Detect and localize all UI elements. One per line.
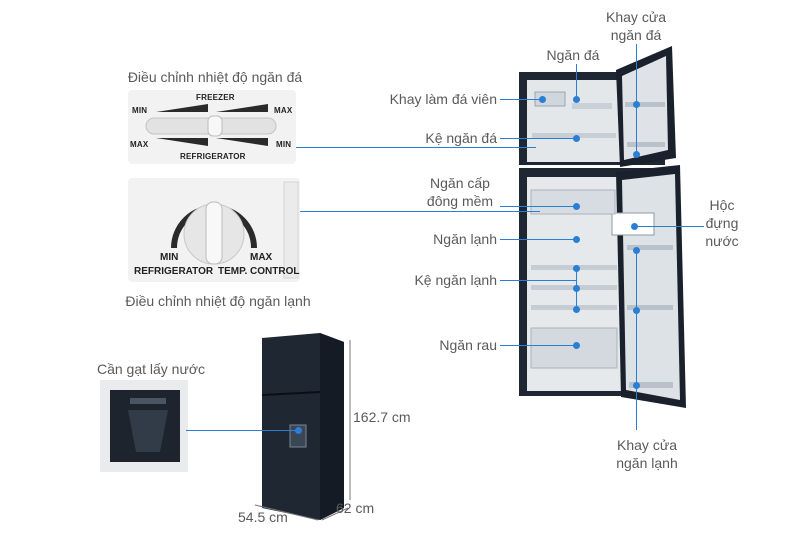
callout-dot-freezer-door-2 bbox=[633, 151, 640, 158]
dial-temp-control: TEMP. CONTROL bbox=[218, 266, 300, 277]
callout-line-chill bbox=[500, 206, 576, 207]
freezer-slider-max: MAX bbox=[274, 106, 293, 115]
label-water-box: Hộc đựng nước bbox=[705, 197, 739, 249]
label-fridge-temp: Điều chỉnh nhiệt độ ngăn lạnh bbox=[125, 293, 311, 309]
callout-dot-fridge-shelf-2 bbox=[573, 285, 580, 292]
freezer-slider-title: FREEZER bbox=[196, 93, 235, 102]
freezer-slider-panel: FREEZER MIN MAX MAX MIN REFRIGERATOR bbox=[128, 90, 296, 164]
callout-dot-fridge-shelf-1 bbox=[573, 265, 580, 272]
fridge-slider-min: MIN bbox=[276, 140, 292, 149]
callout-line-fridge bbox=[500, 239, 576, 240]
label-freezer-door-tray: Khay cửa ngăn đá bbox=[606, 9, 666, 43]
callout-line-water-box bbox=[634, 226, 704, 227]
callout-dot-ice-tray bbox=[539, 96, 546, 103]
freezer-door-inner bbox=[622, 56, 668, 160]
callout-line-freezer-shelf bbox=[500, 138, 576, 139]
dimension-height: 162.7 cm bbox=[353, 409, 411, 425]
callout-line-freezer-door bbox=[636, 44, 637, 154]
callout-dot-fridge bbox=[573, 236, 580, 243]
callout-dot-fridge-door-3 bbox=[633, 382, 640, 389]
label-veg: Ngăn rau bbox=[439, 337, 497, 353]
dimension-depth: 62 cm bbox=[336, 500, 375, 516]
label-fridge: Ngăn lạnh bbox=[433, 231, 497, 247]
callout-dot-fridge-door-1 bbox=[633, 247, 640, 254]
callout-dot-chill bbox=[573, 203, 580, 210]
label-ice-tray: Khay làm đá viên bbox=[389, 91, 497, 107]
callout-dot-fridge-door-2 bbox=[633, 307, 640, 314]
callout-line-ice-tray bbox=[500, 99, 542, 100]
callout-line-fridge-shelf bbox=[500, 280, 576, 281]
label-freezer: Ngăn đá bbox=[546, 47, 600, 63]
dial-min: MIN bbox=[160, 252, 179, 263]
callout-line-veg bbox=[500, 345, 576, 346]
callout-line-fridge-door bbox=[636, 250, 637, 430]
callout-line-freezer bbox=[576, 64, 577, 99]
dimension-width: 54.5 cm bbox=[238, 509, 288, 525]
dial-refrigerator: REFRIGERATOR bbox=[134, 266, 214, 277]
label-fridge-shelf: Kệ ngăn lạnh bbox=[414, 272, 497, 288]
callout-dot-freezer bbox=[573, 96, 580, 103]
callout-dot-fridge-shelf-3 bbox=[573, 306, 580, 313]
callout-dot-water-lever bbox=[295, 427, 302, 434]
fridge-door-inner bbox=[622, 174, 680, 400]
callout-line-fridge-temp bbox=[300, 211, 540, 212]
label-freezer-temp: Điều chỉnh nhiệt độ ngăn đá bbox=[127, 69, 303, 85]
fridge-dial-panel: MIN MAX REFRIGERATOR TEMP. CONTROL bbox=[128, 178, 300, 282]
callout-dot-veg bbox=[573, 342, 580, 349]
dial-max: MAX bbox=[250, 252, 273, 263]
callout-dot-freezer-shelf bbox=[573, 135, 580, 142]
callout-line-water-lever bbox=[186, 430, 298, 431]
label-freezer-shelf: Kệ ngăn đá bbox=[425, 130, 497, 146]
fridge-slider-title: REFRIGERATOR bbox=[180, 152, 246, 161]
callout-line-freezer-temp bbox=[296, 147, 536, 148]
callout-dot-water-box bbox=[631, 223, 638, 230]
label-fridge-door-tray: Khay cửa ngăn lạnh bbox=[616, 437, 678, 471]
fridge-slider-max: MAX bbox=[130, 140, 149, 149]
label-chill: Ngăn cấp đông mềm bbox=[426, 175, 494, 209]
freezer-slider-min: MIN bbox=[132, 106, 148, 115]
callout-dot-freezer-door-1 bbox=[633, 101, 640, 108]
label-water-lever: Cần gạt lấy nước bbox=[96, 361, 206, 377]
